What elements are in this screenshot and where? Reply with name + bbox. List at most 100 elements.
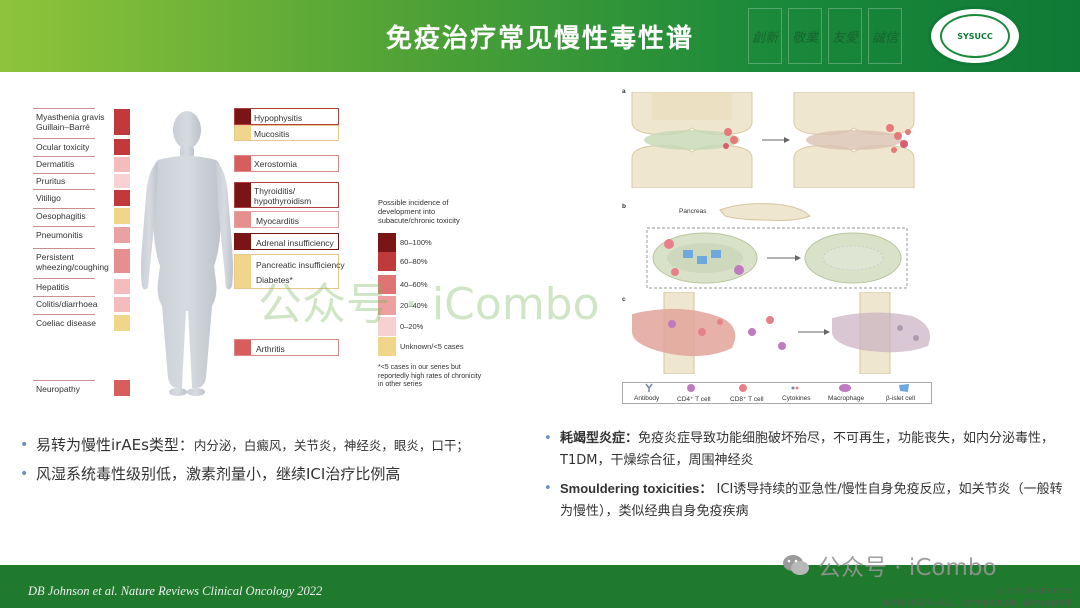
- beta-islet-cell-icon: [899, 384, 909, 392]
- nerve-illustration: [632, 292, 930, 374]
- toxicity-box: [234, 211, 339, 228]
- antibody-icon: [645, 383, 653, 392]
- toxicity-box: [234, 155, 339, 172]
- cd4-t-cell-icon: [687, 384, 695, 392]
- label-divider: [33, 156, 95, 157]
- toxicity-label: Xerostomia: [254, 159, 297, 169]
- toxicity-box: [234, 125, 339, 141]
- toxicity-label: hypothyroidism: [254, 196, 312, 206]
- motto-box: 敬業: [788, 8, 822, 64]
- bullet-icon: •: [544, 431, 552, 446]
- toxicity-label: Adrenal insufficiency: [256, 238, 334, 248]
- cell-legend-label: β-islet cell: [886, 395, 916, 402]
- label-divider: [33, 208, 95, 209]
- bullet-item: • 风湿系统毒性级别低，激素剂量小，继续ICI治疗比例高: [18, 463, 528, 485]
- logo-emblem: SYSUCC: [940, 14, 1010, 58]
- legend-label: 60–80%: [400, 257, 428, 266]
- bullet-item: • Smouldering toxicities： ICI诱导持续的亚急性/慢性…: [544, 478, 1064, 523]
- label-divider: [33, 226, 95, 227]
- bullet-heading: Smouldering toxicities：: [560, 481, 713, 496]
- toxicity-label: Colitis/diarrhoea: [36, 299, 98, 309]
- legend-label: 40–60%: [400, 280, 428, 289]
- toxicity-label: Ocular toxicity: [36, 142, 90, 152]
- toxicity-label: Oesophagitis: [36, 211, 86, 221]
- toxicity-box: [234, 339, 339, 356]
- cell-legend-label: Cytokines: [782, 395, 811, 402]
- toxicity-label: Dermatitis: [36, 159, 75, 169]
- slide-title: 免疫治疗常见慢性毒性谱: [385, 24, 694, 54]
- disclaimer-text: 本资料仅代表个人观点，仅作学术交流之用，请勿分发或转发: [883, 599, 1072, 607]
- label-divider: [33, 380, 95, 381]
- toxicity-label: Thyroiditis/: [254, 186, 296, 196]
- legend-swatch: [378, 337, 396, 356]
- legend-item: 80–100%: [378, 233, 482, 252]
- incidence-swatch: [235, 234, 251, 249]
- toxicity-label: Diabetes*: [256, 275, 293, 285]
- motto-box: 誠信: [868, 8, 902, 64]
- bullet-heading: 耗竭型炎症：: [560, 431, 639, 446]
- incidence-swatch: [235, 109, 251, 124]
- cell-legend: [622, 382, 932, 404]
- left-bullet-list: • 易转为慢性irAEs类型：内分泌，白癜风，关节炎，神经炎，眼炎，口干； • …: [18, 434, 528, 491]
- nerve-before-image: [632, 292, 786, 374]
- toxicity-label: Pruritus: [36, 176, 66, 186]
- toxicity-label: Myocarditis: [256, 216, 299, 226]
- pancreas-illustration: [646, 203, 908, 289]
- incidence-swatch: [114, 315, 130, 331]
- legend-note: *<5 cases in our series but reportedly h…: [378, 364, 482, 388]
- toxicity-label: Mucositis: [254, 129, 290, 139]
- bullet-item: • 耗竭型炎症：免疫炎症导致功能细胞破坏殆尽，不可再生，功能丧失，如内分泌毒性，…: [544, 428, 1064, 472]
- toxicity-label: Neuropathy: [36, 384, 80, 394]
- toxicity-label: Myasthenia gravis: [36, 112, 105, 122]
- legend-label: 80–100%: [400, 238, 432, 247]
- toxicity-box: [234, 254, 339, 289]
- incidence-swatch: [235, 126, 251, 140]
- motto-text: 友愛: [831, 30, 858, 46]
- bullet-icon: •: [20, 437, 29, 453]
- nerve-after-image: [832, 292, 930, 374]
- footer-bar: DB Johnson et al. Nature Reviews Clinica…: [0, 565, 1080, 608]
- toxicity-label: Arthritis: [256, 344, 285, 354]
- toxicity-label: Hepatitis: [36, 282, 70, 292]
- bullet-main-text: 风湿系统毒性级别低，激素剂量小，继续ICI治疗比例高: [36, 465, 401, 483]
- incidence-swatch: [235, 156, 251, 171]
- cytokine-icon: [791, 386, 799, 390]
- incidence-swatch: [114, 190, 130, 206]
- incidence-swatch: [114, 227, 130, 243]
- legend-swatch: [378, 296, 396, 315]
- toxicity-label: Vitiligo: [36, 193, 61, 203]
- incidence-swatch: [235, 212, 251, 227]
- joint-illustration: [631, 92, 915, 188]
- pancreas-organ-image: [719, 203, 811, 221]
- bullet-icon: •: [20, 466, 29, 482]
- toxicity-box: [234, 108, 339, 125]
- legend-swatch: [378, 233, 396, 252]
- incidence-swatch: [235, 340, 251, 355]
- label-divider: [33, 296, 95, 297]
- macrophage-icon: [839, 384, 851, 392]
- university-logo: SYSUCC: [928, 6, 1022, 66]
- motto-group: 創新 敬業 友愛 誠信: [748, 8, 902, 64]
- motto-text: 敬業: [791, 30, 818, 46]
- legend-item: 0–20%: [378, 317, 482, 336]
- human-body-silhouette-icon: [141, 111, 233, 396]
- incidence-swatch: [114, 109, 130, 135]
- arrow-icon: [798, 329, 830, 335]
- toxicity-label: Hypophysitis: [254, 113, 303, 123]
- toxicity-label: Pneumonitis: [36, 230, 83, 240]
- toxicity-label: Pancreatic insufficiency: [256, 260, 345, 270]
- bullet-main-text: 易转为慢性irAEs类型：: [36, 436, 194, 454]
- bullet-item: • 易转为慢性irAEs类型：内分泌，白癜风，关节炎，神经炎，眼炎，口干；: [18, 434, 528, 457]
- legend-item: 20–40%: [378, 296, 482, 315]
- legend-item: 40–60%: [378, 275, 482, 294]
- legend-swatch: [378, 252, 396, 271]
- motto-text: 誠信: [871, 30, 898, 46]
- incidence-swatch: [114, 174, 130, 188]
- motto-box: 創新: [748, 8, 782, 64]
- incidence-swatch: [235, 255, 251, 288]
- incidence-swatch: [114, 208, 130, 224]
- pancreas-label: Pancreas: [679, 208, 707, 215]
- legend-item: 60–80%: [378, 252, 482, 271]
- toxicity-box: [234, 233, 339, 250]
- toxicity-box: [234, 182, 339, 208]
